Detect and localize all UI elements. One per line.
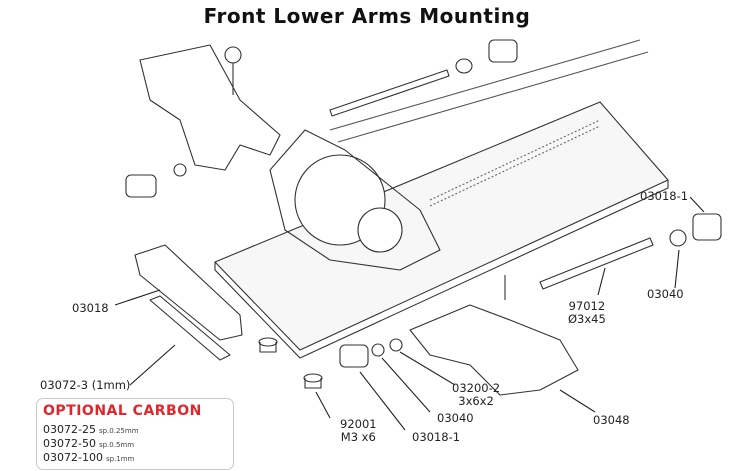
label-03040-bottom: 03040: [437, 411, 474, 425]
label-03018: 03018: [72, 301, 109, 315]
pivot-block-upper: [125, 174, 157, 198]
label-03048: 03048: [593, 413, 630, 427]
gearbox-body: [269, 129, 441, 271]
pivot-block-03018-1: [692, 213, 722, 241]
leader-03072-3: [129, 344, 176, 386]
hinge-pin-top: [329, 69, 450, 117]
pivot-block-lower: [339, 344, 369, 368]
optional-carbon-heading: OPTIONAL CARBON: [43, 403, 202, 419]
label-03200-2-size: 3x6x2: [458, 394, 494, 408]
leader-03040-bottom: [381, 357, 431, 413]
label-03018-1-bottom: 03018-1: [412, 430, 461, 444]
bushing-03040: [669, 229, 687, 247]
optional-item-spec: sp.1mm: [105, 455, 135, 463]
leader-03018: [114, 289, 161, 306]
skid-plate-03072-3: [149, 295, 231, 361]
label-97012: 97012 Ø3x45: [568, 300, 606, 326]
bulkhead-upper: [139, 44, 281, 171]
bushing-top: [455, 58, 473, 74]
screw-upper: [258, 337, 278, 353]
pivot-block-top: [488, 39, 518, 63]
optional-item-spec: sp.0.5mm: [98, 441, 135, 449]
chassis-edge: [214, 180, 669, 359]
ball-stud: [224, 46, 242, 64]
drive-belt: [329, 39, 649, 143]
label-92001: 92001 M3 x6: [340, 418, 377, 444]
label-03200-2-code: 03200-2: [452, 381, 501, 395]
optional-item-code: 03072-100: [43, 451, 103, 464]
label-92001-size: M3 x6: [340, 430, 376, 444]
label-03040-right: 03040: [647, 287, 684, 301]
leader-03018-1-bottom: [359, 371, 406, 431]
label-97012-code: 97012: [568, 299, 606, 313]
label-03200-2: 03200-2 3x6x2: [452, 382, 500, 408]
leader-03040-right: [674, 249, 680, 289]
label-92001-code: 92001: [340, 417, 377, 431]
front-brace-03018: [134, 244, 243, 341]
leader-03018-1-top: [689, 196, 705, 213]
bushing-upper: [173, 163, 187, 177]
hinge-pin-97012: [539, 237, 654, 290]
leader-92001: [315, 391, 331, 419]
optional-item-spec: sp.0.25mm: [98, 427, 139, 435]
bushing-lower: [389, 338, 403, 352]
label-97012-size: Ø3x45: [568, 312, 606, 326]
screw-92001: [303, 373, 323, 389]
lower-arm-03048: [409, 304, 579, 396]
label-03018-1-top: 03018-1: [640, 189, 689, 203]
leader-97012: [597, 267, 606, 296]
belt-teeth: [429, 119, 601, 207]
diff-inner: [357, 207, 403, 253]
diagram-title: Front Lower Arms Mounting: [203, 4, 531, 28]
leader-03048: [559, 389, 596, 413]
optional-item-code: 03072-50: [43, 437, 96, 450]
label-03072-3: 03072-3 (1mm): [40, 378, 131, 392]
leader-03200-2: [399, 351, 456, 386]
spacer-lower: [371, 343, 385, 357]
optional-item-code: 03072-25: [43, 423, 96, 436]
